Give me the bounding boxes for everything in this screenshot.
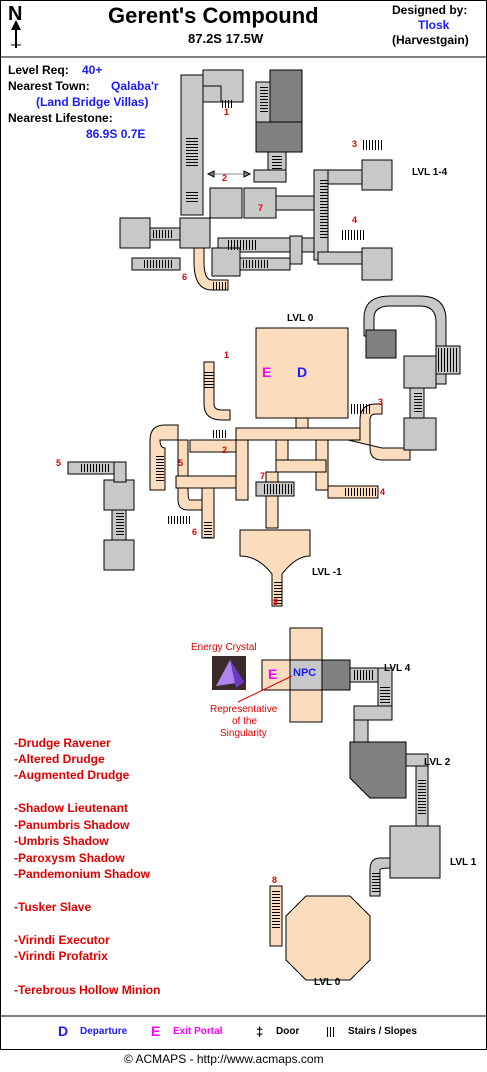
level-label: LVL 4 bbox=[384, 663, 411, 674]
energy-crystal-icon bbox=[212, 656, 246, 690]
level-label: LVL -1 bbox=[312, 567, 342, 578]
level-req-value: 40+ bbox=[82, 63, 103, 77]
stairs bbox=[80, 348, 458, 604]
legend-departure-label: Departure bbox=[80, 1026, 128, 1037]
level-label: LVL 0 bbox=[314, 977, 341, 988]
nearest-town-value: Qalaba'r bbox=[111, 79, 159, 93]
nearest-lifestone-label: Nearest Lifestone: bbox=[8, 111, 113, 125]
header-rules bbox=[0, 56, 487, 1017]
legend-stairs-label: Stairs / Slopes bbox=[348, 1026, 417, 1037]
octagon-room bbox=[285, 895, 371, 981]
monster-item: -Terebrous Hollow Minion bbox=[14, 983, 161, 997]
nearest-town-label: Nearest Town: bbox=[8, 79, 90, 93]
departure-marker: D bbox=[297, 364, 308, 380]
marker-6: 6 bbox=[182, 272, 188, 282]
monster-item: -Drudge Ravener bbox=[14, 736, 111, 750]
room bbox=[361, 247, 393, 281]
level-label: LVL 1-4 bbox=[412, 167, 448, 178]
marker-3: 3 bbox=[378, 397, 384, 407]
marker-8: 8 bbox=[273, 597, 279, 607]
room bbox=[209, 187, 243, 219]
door-icon: ‡ bbox=[256, 1024, 264, 1039]
monster-item: -Paroxysm Shadow bbox=[14, 851, 125, 865]
map-coords: 87.2S 17.5W bbox=[188, 31, 264, 46]
room-dark bbox=[269, 69, 303, 123]
npc-caption-line-3: Singularity bbox=[220, 728, 267, 739]
marker-2: 2 bbox=[222, 173, 228, 183]
marker-6: 6 bbox=[192, 527, 198, 537]
nearest-lifestone-value: 86.9S 0.7E bbox=[86, 127, 146, 141]
room bbox=[361, 159, 393, 191]
level-label: LVL 0 bbox=[287, 313, 314, 324]
marker-5: 5 bbox=[178, 458, 184, 468]
energy-crystal-label: Energy Crystal bbox=[191, 642, 257, 653]
marker-1: 1 bbox=[224, 350, 230, 360]
level-req-label: Level Req: bbox=[8, 63, 69, 77]
npc-caption-line-1: Representative bbox=[210, 704, 278, 715]
monster-item: -Virindi Profatrix bbox=[14, 949, 108, 963]
marker-7: 7 bbox=[260, 471, 266, 481]
marker-5: 5 bbox=[56, 458, 62, 468]
exit-room bbox=[261, 659, 291, 691]
npc-caption-line-2: of the bbox=[232, 716, 258, 727]
monster-item: -Altered Drudge bbox=[14, 752, 105, 766]
legend-exit-symbol: E bbox=[151, 1023, 161, 1039]
npc-callout-line bbox=[237, 675, 293, 703]
nearest-town-detail: (Land Bridge Villas) bbox=[36, 95, 149, 109]
designer-alias: (Harvestgain) bbox=[392, 33, 469, 47]
marker-4: 4 bbox=[352, 215, 358, 225]
designed-by-label: Designed by: bbox=[392, 3, 468, 17]
legend-departure-symbol: D bbox=[58, 1023, 69, 1039]
monster-item: -Virindi Executor bbox=[14, 933, 110, 947]
marker-1: 1 bbox=[224, 107, 230, 117]
footer-copyright: © ACMAPS - http://www.acmaps.com bbox=[124, 1052, 324, 1066]
room bbox=[211, 247, 241, 277]
exit-portal-marker: E bbox=[268, 666, 278, 682]
stairs bbox=[272, 670, 426, 930]
marker-3: 3 bbox=[352, 139, 358, 149]
section-lvl-1-4 bbox=[119, 69, 393, 291]
monster-item: -Umbris Shadow bbox=[14, 834, 109, 848]
marker-2: 2 bbox=[222, 445, 228, 455]
designer-name: Tlosk bbox=[418, 18, 450, 32]
monster-item: -Panumbris Shadow bbox=[14, 818, 130, 832]
monster-item: -Augmented Drudge bbox=[14, 768, 130, 782]
stairs-legend-icon bbox=[326, 1027, 336, 1037]
room bbox=[179, 217, 211, 249]
legend-exit-label: Exit Portal bbox=[173, 1026, 223, 1037]
marker-4: 4 bbox=[380, 487, 386, 497]
monster-item: -Pandemonium Shadow bbox=[14, 867, 151, 881]
legend-door-label: Door bbox=[276, 1026, 300, 1037]
npc-room bbox=[289, 659, 323, 691]
marker-7: 7 bbox=[258, 203, 264, 213]
level-label: LVL 2 bbox=[424, 757, 451, 768]
north-arrow-icon bbox=[11, 20, 21, 48]
section-lvl-0 bbox=[67, 295, 461, 607]
monster-item: -Shadow Lieutenant bbox=[14, 801, 128, 815]
level-label: LVL 1 bbox=[450, 857, 477, 868]
npc-marker: NPC bbox=[293, 667, 317, 679]
north-letter: N bbox=[8, 3, 23, 25]
stairs bbox=[144, 86, 384, 290]
exit-portal-marker: E bbox=[262, 364, 272, 380]
marker-8: 8 bbox=[272, 875, 278, 885]
monster-item: -Tusker Slave bbox=[14, 900, 92, 914]
room bbox=[119, 217, 151, 249]
section-lower bbox=[261, 627, 441, 981]
page-title: Gerent's Compound bbox=[108, 3, 319, 28]
